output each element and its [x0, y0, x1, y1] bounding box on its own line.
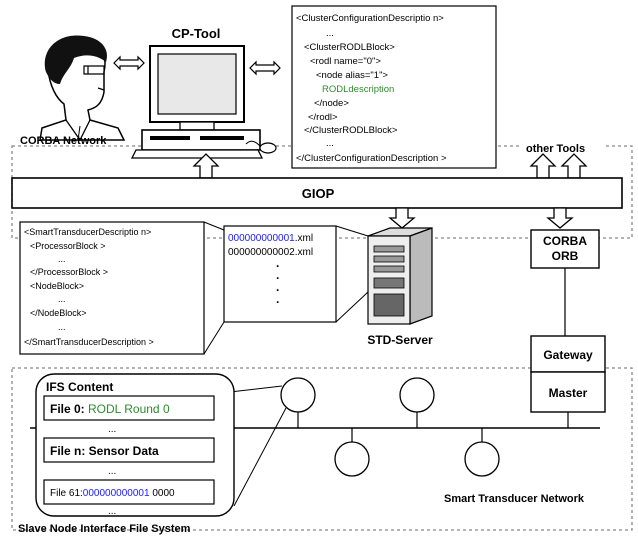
ifs-file-n-row: [43, 437, 215, 463]
cluster-config-xml-box: [291, 5, 497, 169]
ifs-dots: ...: [108, 424, 116, 435]
xml-line: ...: [326, 28, 334, 39]
cp-tool-computer-icon: [130, 45, 277, 159]
ifs-file-0-prefix: File 0:: [50, 402, 88, 416]
down-arrow-icon: [546, 207, 574, 229]
ifs-file-61-prefix: File 61:: [50, 488, 83, 499]
server-file-1: 000000000001.xml: [228, 233, 313, 244]
gateway-box: [530, 335, 606, 373]
connector-line: [335, 291, 369, 323]
master-box: [530, 371, 606, 413]
ifs-file-0: File 0: RODL Round 0: [50, 402, 170, 416]
xml-line: ...: [58, 294, 66, 304]
xml-line: </NodeBlock>: [30, 308, 87, 318]
ifs-dots: ...: [108, 506, 116, 517]
up-arrow-icon: [529, 153, 557, 179]
cp-tool-label: CP-Tool: [172, 26, 221, 41]
ifs-title: IFS Content: [46, 380, 113, 394]
ifs-file-61-row: [43, 479, 215, 505]
rodl-description-text: RODLdescription: [322, 84, 394, 95]
ifs-file-n: File n: Sensor Data: [50, 444, 159, 458]
xml-line: <rodl name="0">: [310, 56, 381, 67]
xml-line: </ClusterRODLBlock>: [304, 125, 398, 136]
xml-line: ...: [58, 322, 66, 332]
connector-line: [229, 385, 283, 393]
connector-line: [203, 221, 225, 231]
up-arrow-icon: [560, 153, 588, 179]
std-server-icon: [367, 227, 433, 325]
xml-line: <ClusterRODLBlock>: [304, 42, 395, 53]
server-file-1-id: 000000000001: [228, 233, 295, 244]
ifs-file-0-value: RODL Round 0: [88, 402, 170, 416]
transducer-node: [334, 441, 370, 477]
connector-line: [335, 225, 369, 237]
xml-line: <NodeBlock>: [30, 281, 84, 291]
transducer-node: [280, 377, 316, 413]
smart-transducer-xml-text: <SmartTransducerDescriptio n> <Processor…: [24, 227, 154, 347]
transducer-node: [464, 441, 500, 477]
xml-line: <ProcessorBlock >: [30, 241, 106, 251]
giop-bus: [11, 177, 623, 209]
cluster-config-xml-text: <ClusterConfigurationDescriptio n> ... <…: [296, 13, 447, 164]
xml-line: ...: [58, 254, 66, 264]
ifs-file-61-id: 000000000001: [83, 488, 150, 499]
server-file-list: [223, 225, 337, 323]
xml-line: <ClusterConfigurationDescriptio n>: [296, 13, 444, 24]
corba-network-label: CORBA Network: [20, 135, 107, 147]
ifs-file-0-row: [43, 395, 215, 421]
master-label: Master: [549, 386, 588, 400]
smart-transducer-xml-box: [19, 221, 205, 355]
server-file-1-ext: .xml: [295, 233, 313, 244]
xml-line: </ClusterConfigurationDescription >: [296, 153, 447, 164]
transducer-node: [399, 377, 435, 413]
file-list-dot: ·: [276, 259, 280, 273]
other-tools-label: other Tools: [526, 143, 585, 155]
engineer-icon: [39, 35, 126, 142]
xml-line: <SmartTransducerDescriptio n>: [24, 227, 151, 237]
xml-line: </node>: [314, 98, 349, 109]
std-server-label: STD-Server: [367, 333, 433, 347]
connector-line: [233, 407, 287, 507]
transducer-network-boundary: [11, 367, 633, 531]
corba-orb-label-line2: ORB: [552, 249, 579, 263]
giop-label: GIOP: [302, 186, 335, 201]
bidirectional-arrow-icon: [113, 55, 145, 71]
xml-line: </rodl>: [308, 112, 338, 123]
ifs-dots: ...: [108, 466, 116, 477]
down-arrow-icon: [388, 207, 416, 229]
server-file-2: 000000000002.xml: [228, 247, 313, 258]
ifs-file-61-suffix: 0000: [150, 488, 175, 499]
bidirectional-arrow-icon: [249, 60, 281, 76]
file-list-dot: ·: [276, 295, 280, 309]
slave-node-fs-label: Slave Node Interface File System: [18, 523, 191, 535]
corba-orb-label-line1: CORBA: [543, 234, 587, 248]
xml-line: </ProcessorBlock >: [30, 267, 108, 277]
connector-line: [203, 321, 225, 355]
xml-line: <node alias="1">: [316, 70, 388, 81]
smart-transducer-network-label: Smart Transducer Network: [444, 493, 585, 505]
xml-line: ...: [326, 138, 334, 149]
file-list-dot: ·: [276, 271, 280, 285]
gateway-label: Gateway: [543, 348, 593, 362]
other-tools-label-bg: [522, 140, 606, 156]
file-list-dot: ·: [276, 283, 280, 297]
ifs-file-61: File 61:000000000001 0000: [50, 488, 175, 499]
xml-line: </SmartTransducerDescription >: [24, 337, 154, 347]
up-arrow-icon: [192, 153, 220, 179]
